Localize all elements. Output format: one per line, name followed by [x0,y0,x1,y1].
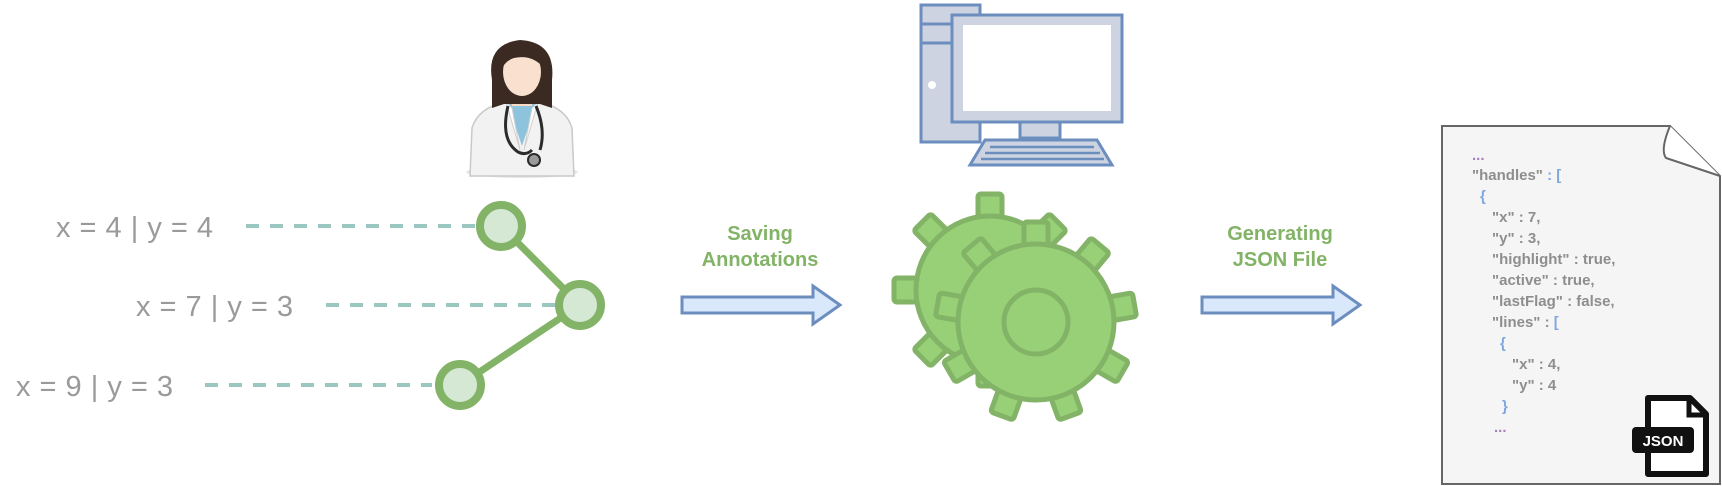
json-line: "handles" : [ [1472,167,1561,184]
json-line: { [1480,188,1486,205]
json-line: "highlight" : true, [1492,251,1615,268]
arrow-right-icon [1200,283,1363,327]
json-line: { [1500,335,1506,352]
json-line: ... [1494,419,1507,436]
arrow-right-icon [680,283,843,327]
json-line: "y" : 3, [1492,230,1540,247]
generating-json-label-line2: JSON File [1233,249,1327,271]
json-line: "active" : true, [1492,272,1595,289]
saving-annotations-label-line1: Saving [727,223,793,245]
gears-icon [891,191,1139,422]
generating-json-label-line1: Generating [1227,223,1333,245]
point-label-1: x = 4 | y = 4 [56,212,214,244]
json-line: } [1502,398,1508,415]
point-label-2: x = 7 | y = 3 [136,291,294,323]
point-label-3: x = 9 | y = 3 [16,371,174,403]
saving-annotations-label-line2: Annotations [702,249,819,271]
json-line: "y" : 4 [1512,377,1557,394]
handle-point-1 [476,201,526,251]
json-line: "x" : 4, [1512,356,1560,373]
doctor-icon [466,40,578,178]
computer-icon [919,3,1124,167]
json-content: ... "handles" : [ { "x" : 7, "y" : 3, "h… [1472,147,1615,436]
annotation-polyline [435,201,605,410]
json-badge-label: JSON [1643,433,1684,450]
handle-point-3 [435,360,485,410]
json-line: ... [1472,147,1485,164]
document-icon [1441,125,1721,485]
handle-point-2 [555,280,605,330]
json-line: "x" : 7, [1492,209,1540,226]
json-line: "lines" : [ [1492,314,1559,331]
json-line: "lastFlag" : false, [1492,293,1615,310]
json-file-icon: JSON [1632,395,1709,477]
